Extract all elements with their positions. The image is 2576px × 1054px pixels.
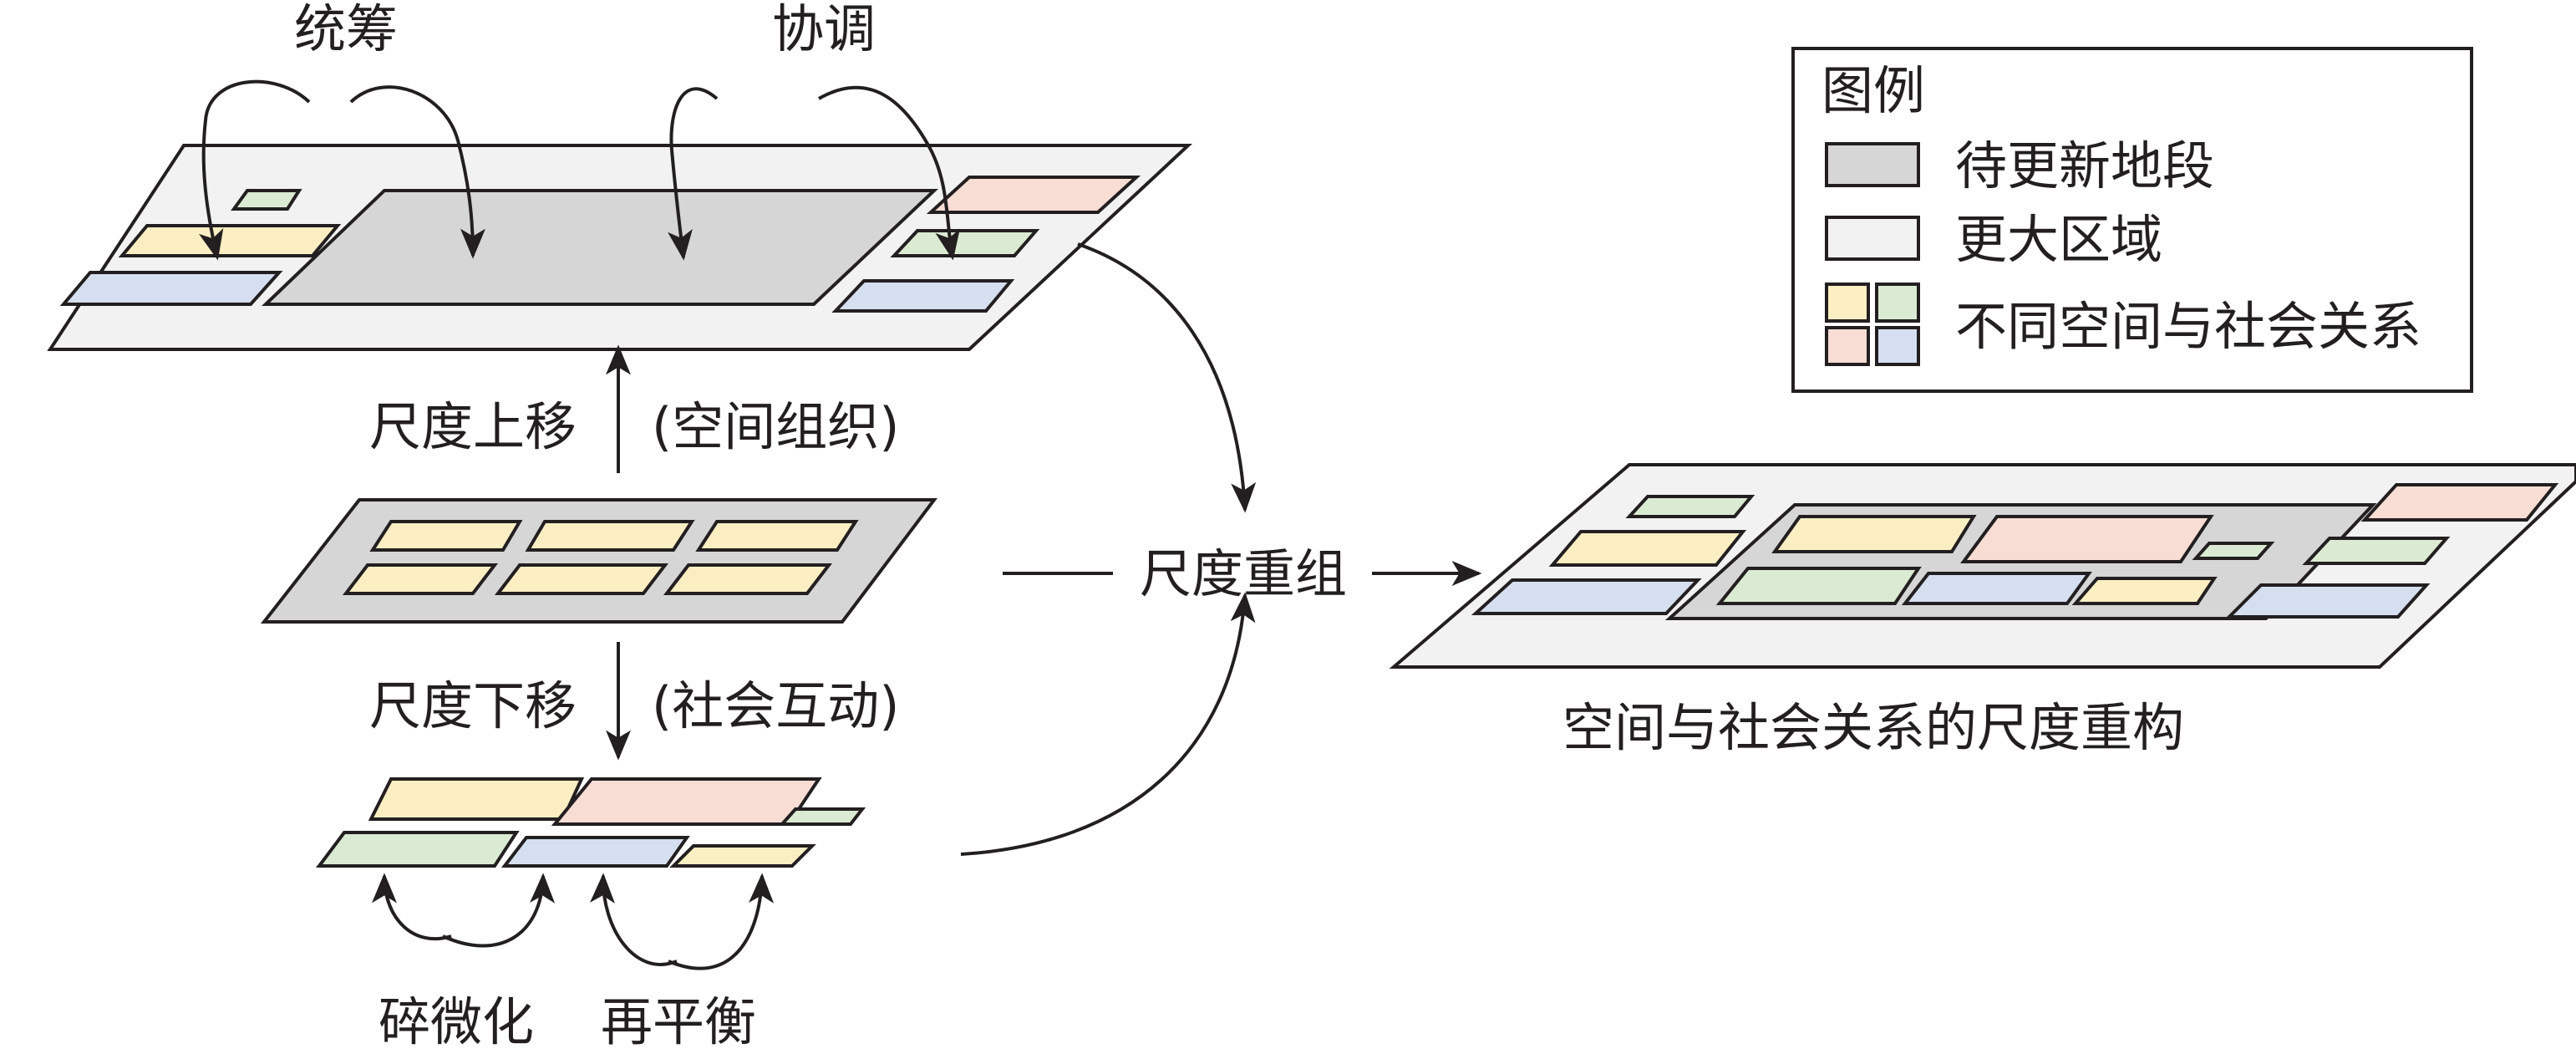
result-caption: 空间与社会关系的尺度重构 [1562,697,2184,758]
rescaling-label: 尺度重组 [1140,543,1347,604]
legend-item-label: 更大区域 [1955,209,2162,270]
result-right-pink [2360,483,2559,522]
coordinate-label: 协调 [772,0,876,59]
result-right-blue [2225,583,2431,619]
middle-renewal-plate [260,498,938,624]
middle-parcel-5 [494,563,669,595]
middle-parcel-2 [525,520,695,552]
top-left-yellow-block [118,224,342,257]
result-inner-yellow-small [2071,577,2218,605]
middle-parcel-3 [695,520,859,552]
bottom-yellow-small-block [669,844,816,868]
middle-parcel-1 [369,520,523,552]
fragmentation-arrow-left [372,873,452,941]
legend-item-label: 待更新地段 [1955,135,2214,196]
result-inner-pink [1960,515,2214,563]
fragmentation-label: 碎微化 [379,991,534,1050]
legend-swatch-region [1825,216,1920,261]
rebalance-label: 再平衡 [601,991,756,1050]
result-inner-blue [1901,572,2092,605]
coordinate-arrow-left [668,87,719,261]
scale-up-label: 尺度上移 [369,396,577,457]
social-interaction-label: (社会互动) [652,675,899,736]
rebalance-arrow-right [668,873,775,970]
result-inner-green [1715,567,1922,605]
result-plate [1389,463,2576,669]
bottom-yellow-block [368,777,585,821]
top-left-blue-block [59,271,283,306]
fragmentation-arrow-right [442,873,556,948]
bottom-green-block [316,831,520,868]
bottom-small-green-block [778,807,866,826]
integrate-arrow-left [199,79,311,261]
middle-renewal-area [260,498,938,624]
top-region-plate [47,144,1193,351]
top-right-green-block [890,229,1040,257]
legend-title: 图例 [1821,60,1925,121]
legend-swatch-renewal [1825,142,1920,187]
result-inner-small-green [2192,542,2275,560]
legend-item-label: 不同空间与社会关系 [1955,296,2421,357]
integrate-label: 统筹 [294,0,398,59]
result-left-yellow [1548,530,1747,567]
result-right-green [2302,537,2451,565]
scale-down-label: 尺度下移 [369,675,577,736]
bottom-to-rescaling-arrow [960,592,1256,856]
result-left-blue [1471,578,1702,615]
rebalance-arrow-left [589,873,678,966]
integrate-arrow-right [349,85,485,259]
top-right-pink-block [926,176,1141,214]
bottom-blue-block [500,836,690,868]
legend: 图例 待更新地段 更大区域 不同空间与社会关系 [1791,47,2473,393]
result-small-green [1625,495,1755,518]
coordinate-arrow-right [818,85,960,261]
spatial-org-label: (空间组织) [652,396,899,457]
result-inner-yellow [1771,515,1977,553]
middle-parcel-4 [342,563,499,595]
top-left-green-block [231,189,302,211]
top-to-rescaling-arrow [1077,242,1257,513]
middle-parcel-6 [663,563,833,595]
top-right-blue-block [831,279,1015,313]
legend-swatch-relations [1825,283,1920,366]
bottom-fragment-plate [316,777,866,868]
bottom-pink-block [551,777,822,826]
top-renewal-area [262,189,939,306]
